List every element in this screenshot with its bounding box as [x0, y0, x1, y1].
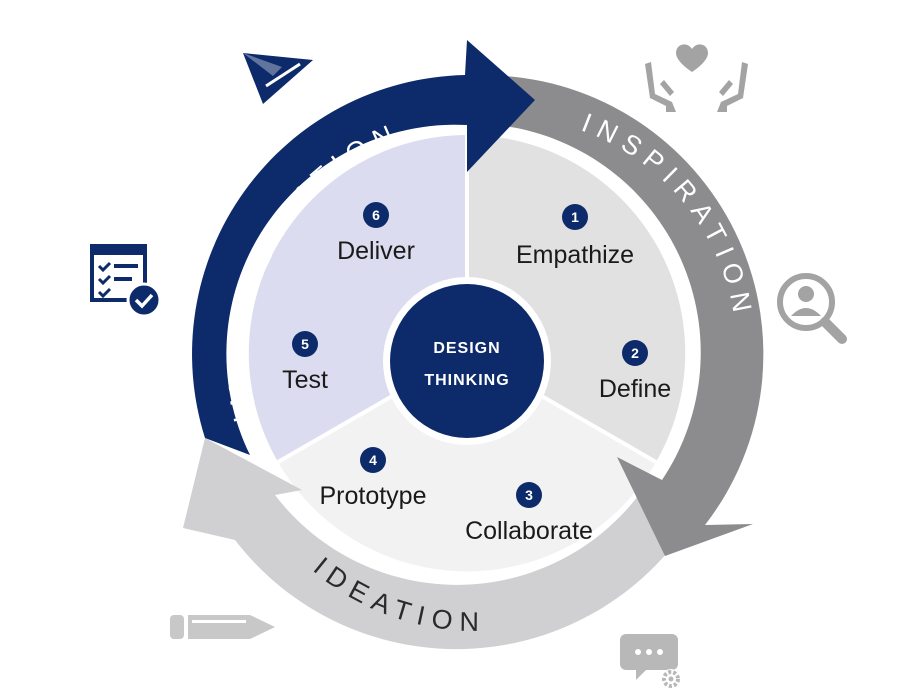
implementation-arrow [192, 40, 535, 455]
step-number-badge [292, 331, 318, 357]
hands-heart-icon [645, 44, 748, 112]
step-label: Prototype [319, 482, 426, 510]
step-number: 6 [372, 207, 380, 223]
phase-ring [183, 40, 764, 650]
step-number: 5 [301, 336, 309, 352]
chat-gear-icon [620, 634, 681, 689]
ideation-arrow [183, 438, 687, 650]
step-4: 4 Prototype [319, 447, 427, 510]
inspiration-arrow [505, 76, 764, 556]
center-title-line2: THINKING [424, 372, 509, 389]
search-person-icon [777, 273, 847, 344]
step-label: Define [599, 375, 671, 403]
step-number-badge [516, 482, 542, 508]
step-2: 2 Define [599, 340, 671, 403]
step-label: Empathize [516, 241, 634, 269]
step-6: 6 Deliver [337, 202, 415, 265]
step-number-badge [363, 202, 389, 228]
step-number: 2 [631, 345, 639, 361]
step-label: Collaborate [465, 517, 593, 545]
step-label: Deliver [337, 237, 415, 265]
checklist-icon [90, 244, 162, 318]
step-label: Test [282, 366, 328, 394]
center-circle: DESIGN THINKING [383, 277, 551, 445]
step-number: 4 [369, 452, 377, 468]
step-5: 5 Test [282, 331, 328, 394]
step-number-badge [360, 447, 386, 473]
paper-plane-icon [243, 53, 313, 104]
step-1: 1 Empathize [516, 204, 634, 269]
pencil-icon [170, 615, 275, 639]
step-3: 3 Collaborate [465, 482, 593, 545]
step-number: 3 [525, 487, 533, 503]
center-title-line1: DESIGN [433, 340, 500, 357]
step-number-badge [562, 204, 588, 230]
step-number: 1 [571, 209, 579, 225]
step-number-badge [622, 340, 648, 366]
